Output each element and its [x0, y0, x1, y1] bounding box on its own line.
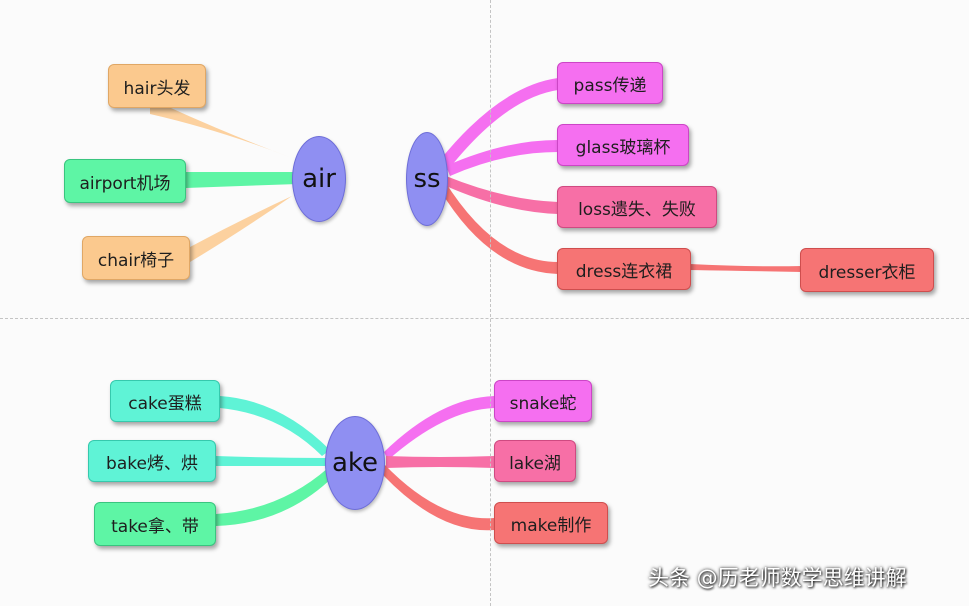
node-airport[interactable]: airport机场 — [64, 159, 186, 203]
connector-ss-loss — [446, 176, 558, 214]
node-chair[interactable]: chair椅子 — [82, 236, 190, 280]
node-dresser[interactable]: dresser衣柜 — [800, 248, 934, 292]
node-glass[interactable]: glass玻璃杯 — [557, 124, 689, 166]
node-label: lake湖 — [509, 453, 561, 474]
node-dress[interactable]: dress连衣裙 — [557, 248, 691, 290]
node-make[interactable]: make制作 — [494, 502, 608, 544]
connector-ake-lake — [386, 456, 494, 468]
node-label: make制作 — [510, 515, 592, 536]
connector-ss-glass — [446, 140, 558, 176]
connector-air-chair — [190, 196, 292, 262]
connector-ake-make — [384, 464, 494, 531]
node-snake[interactable]: snake蛇 — [494, 380, 592, 422]
connector-air-airport — [186, 172, 298, 188]
connector-ake-bake — [216, 456, 326, 466]
node-label: cake蛋糕 — [128, 393, 202, 414]
root-node-ake[interactable]: ake — [325, 416, 385, 510]
node-label: chair椅子 — [97, 250, 175, 271]
node-label: take拿、带 — [111, 516, 199, 537]
node-hair[interactable]: hair头发 — [108, 64, 206, 108]
connector-ake-snake — [384, 396, 494, 460]
connector-ake-cake — [220, 396, 330, 456]
node-label: pass传递 — [573, 75, 647, 96]
connector-ss-dress — [440, 180, 558, 274]
node-label: dresser衣柜 — [818, 262, 916, 283]
root-node-label: ss — [413, 164, 441, 194]
node-label: hair头发 — [123, 78, 191, 99]
node-pass[interactable]: pass传递 — [557, 62, 663, 104]
root-node-label: air — [302, 164, 336, 194]
node-take[interactable]: take拿、带 — [94, 502, 216, 546]
node-bake[interactable]: bake烤、烘 — [88, 440, 216, 482]
root-node-air[interactable]: air — [292, 136, 346, 222]
connector-ss-pass — [440, 78, 558, 170]
node-label: loss遗失、失败 — [578, 199, 696, 220]
node-loss[interactable]: loss遗失、失败 — [557, 186, 717, 228]
vertical-divider — [490, 0, 491, 606]
node-label: glass玻璃杯 — [575, 137, 671, 158]
root-node-ss[interactable]: ss — [406, 132, 448, 226]
connector-ake-take — [216, 468, 334, 526]
node-label: bake烤、烘 — [106, 453, 198, 474]
node-lake[interactable]: lake湖 — [494, 440, 576, 482]
connector-dress-dresser — [690, 264, 802, 272]
node-label: dress连衣裙 — [575, 261, 673, 282]
watermark-text: 头条 @历老师数学思维讲解 — [648, 566, 907, 590]
horizontal-divider — [0, 318, 969, 319]
node-label: airport机场 — [79, 173, 171, 194]
node-label: snake蛇 — [509, 393, 577, 414]
connector-air-hair — [150, 104, 292, 158]
node-cake[interactable]: cake蛋糕 — [110, 380, 220, 422]
root-node-label: ake — [331, 448, 379, 478]
